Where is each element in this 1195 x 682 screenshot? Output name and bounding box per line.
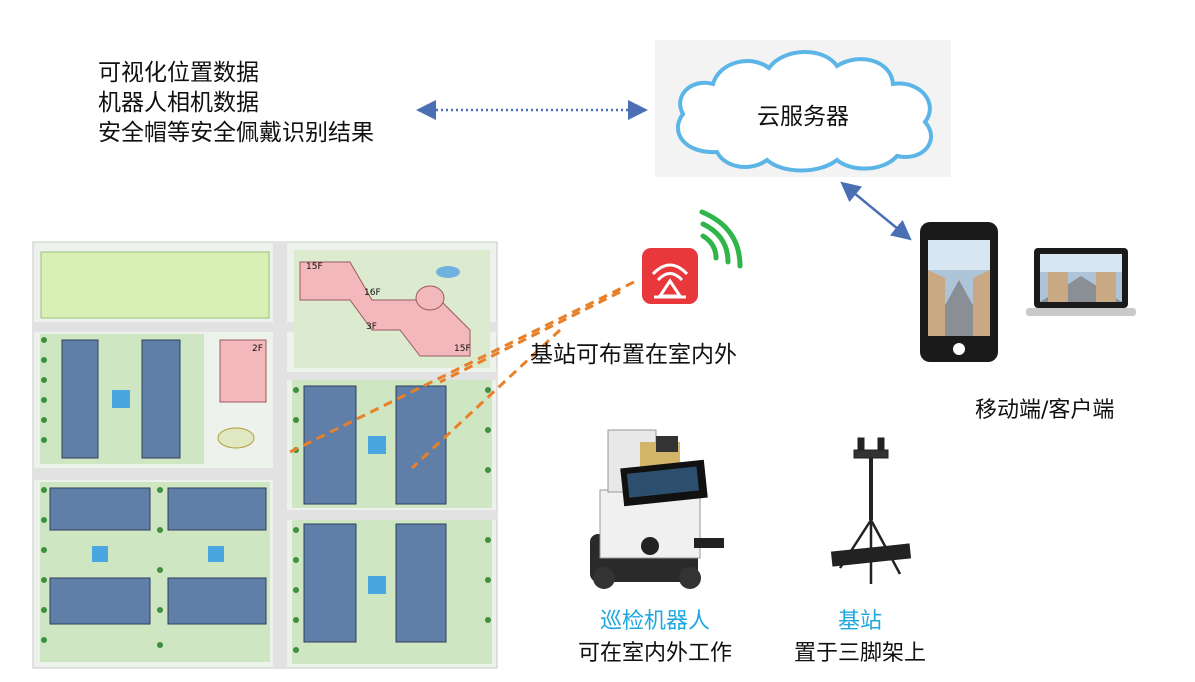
- data-item-camera: 机器人相机数据: [98, 90, 259, 116]
- cloud-icon: [676, 50, 933, 173]
- robot-title: 巡检机器人: [599, 609, 710, 634]
- map-label-16f: 16F: [364, 288, 381, 298]
- base-title: 基站: [837, 609, 882, 634]
- base-caption: 基站 置于三脚架上: [765, 606, 955, 670]
- phone-icon: [920, 222, 998, 362]
- base-station-links: [289, 280, 635, 470]
- tripod-base-station-image: [830, 437, 912, 584]
- map-label-3f: 3F: [366, 322, 377, 332]
- site-map: [32, 241, 498, 669]
- data-description: 可视化位置数据 机器人相机数据 安全帽等安全佩戴识别结果: [98, 58, 374, 148]
- robot-subtitle: 可在室内外工作: [577, 641, 732, 666]
- inspection-robot-image: [590, 429, 724, 589]
- cloud-label: 云服务器: [757, 104, 849, 130]
- base-subtitle: 置于三脚架上: [793, 641, 926, 666]
- data-item-safety: 安全帽等安全佩戴识别结果: [98, 120, 374, 146]
- cloud-mobile-arrow: [840, 181, 912, 241]
- map-label-15f-b: 15F: [454, 344, 471, 354]
- mobile-client-caption: 移动端/客户端: [975, 398, 1115, 423]
- base-station-caption: 基站可布置在室内外: [530, 342, 737, 368]
- laptop-icon: [1026, 248, 1136, 316]
- robot-caption: 巡检机器人 可在室内外工作: [540, 606, 770, 670]
- cloud-server-panel: 云服务器: [655, 40, 951, 177]
- signal-waves-icon: [699, 209, 743, 269]
- map-label-2f: 2F: [252, 344, 263, 354]
- base-station-app-icon: [642, 248, 698, 304]
- map-label-15f: 15F: [306, 262, 323, 272]
- data-item-location: 可视化位置数据: [98, 60, 259, 86]
